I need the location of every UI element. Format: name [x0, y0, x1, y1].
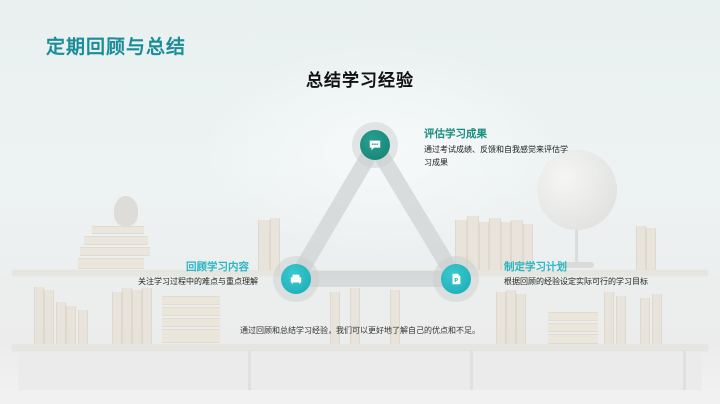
book-stack	[84, 236, 148, 245]
cabinet	[18, 350, 702, 391]
book	[56, 302, 66, 344]
floor	[0, 390, 720, 404]
node-evaluate[interactable]	[360, 130, 390, 160]
book-stack	[162, 296, 220, 305]
book-stack	[548, 312, 598, 321]
shelf-bottom	[12, 344, 708, 350]
book	[467, 216, 479, 270]
book	[604, 292, 614, 344]
book-stack	[78, 258, 144, 269]
globe-decoration	[537, 150, 617, 230]
node-plan[interactable]: P	[441, 264, 471, 294]
book	[132, 290, 142, 344]
book	[516, 294, 526, 344]
sofa-icon	[290, 274, 302, 284]
review-title: 回顾学习内容	[186, 261, 249, 273]
node-review[interactable]	[281, 264, 311, 294]
summary-text: 通过回顾和总结学习经验，我们可以更好地了解自己的优点和不足。	[240, 326, 480, 335]
book	[122, 288, 132, 344]
book	[270, 218, 280, 270]
chat-bubble-icon	[369, 140, 381, 151]
book	[330, 292, 340, 344]
book-stack	[162, 318, 220, 327]
book	[142, 288, 152, 344]
book	[455, 220, 467, 270]
book-stack	[548, 323, 598, 332]
plan-description: 根据回顾的经验设定实际可行的学习目标	[504, 277, 648, 286]
book	[390, 290, 400, 344]
book	[112, 292, 122, 344]
book	[616, 296, 626, 344]
svg-text:P: P	[454, 278, 458, 284]
book-stack	[80, 247, 150, 256]
book-stack	[162, 307, 220, 316]
book	[511, 220, 523, 270]
book	[496, 292, 506, 344]
book	[652, 294, 662, 344]
book	[350, 288, 360, 344]
book	[78, 310, 88, 344]
book	[523, 224, 533, 270]
evaluate-title: 评估学习成果	[424, 128, 487, 140]
cabinet-divider	[248, 351, 251, 391]
book	[640, 298, 650, 344]
book	[479, 222, 489, 270]
book	[258, 220, 270, 270]
book-stack	[548, 334, 598, 344]
book	[501, 222, 511, 270]
book	[44, 290, 54, 344]
book-stack	[162, 329, 220, 343]
cabinet-divider	[683, 351, 686, 391]
review-description: 关注学习过程中的难点与重点理解	[138, 277, 258, 286]
book	[66, 306, 76, 344]
book	[506, 290, 516, 344]
plan-title: 制定学习计划	[504, 261, 567, 273]
book-stack	[92, 226, 144, 234]
vase-decoration	[114, 196, 138, 226]
section-title: 总结学习经验	[306, 71, 414, 91]
evaluate-description: 通过考试成绩、反馈和自我感觉来评估学习成果	[424, 145, 568, 167]
document-icon: P	[452, 273, 461, 285]
globe-base	[560, 262, 594, 268]
cabinet-divider	[470, 351, 473, 391]
globe-stand	[575, 230, 578, 264]
book	[636, 226, 646, 270]
page-title: 定期回顾与总结	[46, 36, 187, 58]
book	[34, 287, 44, 344]
book	[646, 228, 656, 270]
book	[489, 218, 501, 270]
